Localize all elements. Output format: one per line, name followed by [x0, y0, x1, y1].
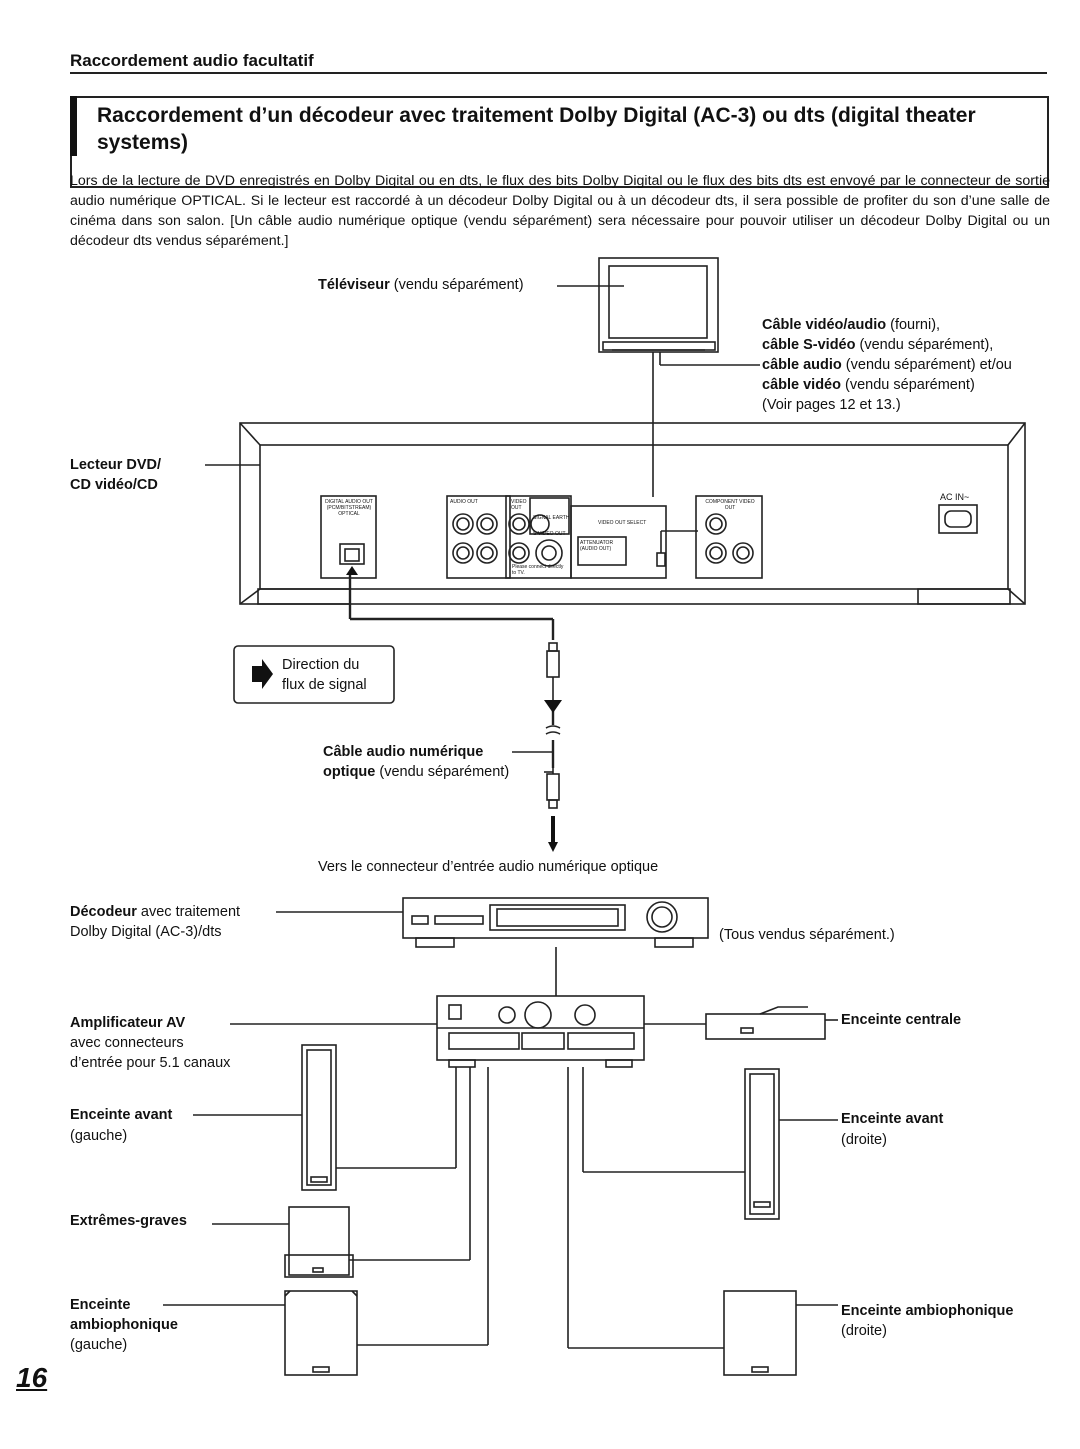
- video-out-label: VIDEO OUT: [511, 499, 527, 511]
- direction-legend-line1: Direction du: [282, 657, 360, 673]
- amplifier-label-1: Amplificateur AV: [70, 1015, 186, 1031]
- cable-label-2: câble S-vidéo (vendu séparément),: [762, 337, 994, 353]
- subwoofer-label: Extrêmes-graves: [70, 1213, 187, 1229]
- cable-label-3: câble audio (vendu séparément) et/ou: [762, 357, 1012, 373]
- optical-cable-label-2: optique (vendu séparément): [323, 764, 510, 780]
- tv-label: Téléviseur (vendu séparément): [318, 277, 524, 293]
- amplifier-illustration: [436, 995, 645, 1068]
- television-illustration: [598, 257, 719, 353]
- surround-left-label-2: ambiophonique: [70, 1317, 178, 1333]
- front-left-sublabel: (gauche): [70, 1128, 128, 1144]
- decoder-label-1: Décodeur avec traitement: [70, 904, 241, 920]
- signal-earth-label: SIGNAL EARTH: [533, 515, 570, 521]
- intro-paragraph: Lors de la lecture de DVD enregistrés en…: [70, 173, 1050, 249]
- ac-in-label: AC IN~: [940, 492, 970, 502]
- optical-cable-label-1: Câble audio numérique: [323, 744, 484, 760]
- front-right-label: Enceinte avant: [841, 1111, 944, 1127]
- decoder-label-2: Dolby Digital (AC-3)/dts: [70, 924, 222, 940]
- center-speaker-label: Enceinte centrale: [841, 1012, 962, 1028]
- optical-cable-route: [348, 575, 555, 768]
- surround-left-label-1: Enceinte: [70, 1297, 131, 1313]
- decoder-illustration: [402, 897, 709, 948]
- page-number: 16: [16, 1362, 48, 1393]
- front-left-label: Enceinte avant: [70, 1107, 173, 1123]
- audio-out-label: AUDIO OUT: [450, 499, 478, 505]
- player-label-line1: Lecteur DVD/: [70, 457, 162, 473]
- sold-separately-note: (Tous vendus séparément.): [719, 927, 895, 943]
- to-connector-label: Vers le connecteur d’entrée audio numéri…: [318, 859, 659, 875]
- dvd-player-illustration: [239, 422, 1026, 605]
- title-marker: [70, 96, 77, 156]
- player-label-line2: CD vidéo/CD: [70, 477, 158, 493]
- cable-label-1: Câble vidéo/audio (fourni),: [762, 317, 941, 333]
- page-title: Raccordement d’un décodeur avec traiteme…: [97, 104, 976, 154]
- cable-label-4: câble vidéo (vendu séparément): [762, 377, 975, 393]
- front-right-sublabel: (droite): [841, 1132, 887, 1148]
- section-heading: Raccordement audio facultatif: [70, 51, 314, 70]
- cable-pages-note: (Voir pages 12 et 13.): [762, 397, 901, 413]
- direction-legend-line2: flux de signal: [282, 677, 367, 693]
- attenuator-label: ATTENUATOR (AUDIO OUT): [580, 540, 614, 552]
- amplifier-label-3: d’entrée pour 5.1 canaux: [70, 1055, 231, 1071]
- section-divider: [70, 72, 1047, 74]
- s-video-out-label: S-VIDEO OUT: [533, 531, 566, 537]
- component-out-label: COMPONENT VIDEO OUT: [705, 499, 755, 511]
- amplifier-label-2: avec connecteurs: [70, 1035, 184, 1051]
- optical-port-label: DIGITAL AUDIO OUT(PCM/BITSTREAM)OPTICAL: [325, 499, 373, 517]
- surround-right-label: Enceinte ambiophonique: [841, 1303, 1014, 1319]
- surround-left-sublabel: (gauche): [70, 1337, 128, 1353]
- please-connect-note: Please connect directly to TV.: [512, 564, 564, 576]
- video-out-select-label: VIDEO OUT SELECT: [598, 520, 647, 526]
- surround-right-sublabel: (droite): [841, 1323, 887, 1339]
